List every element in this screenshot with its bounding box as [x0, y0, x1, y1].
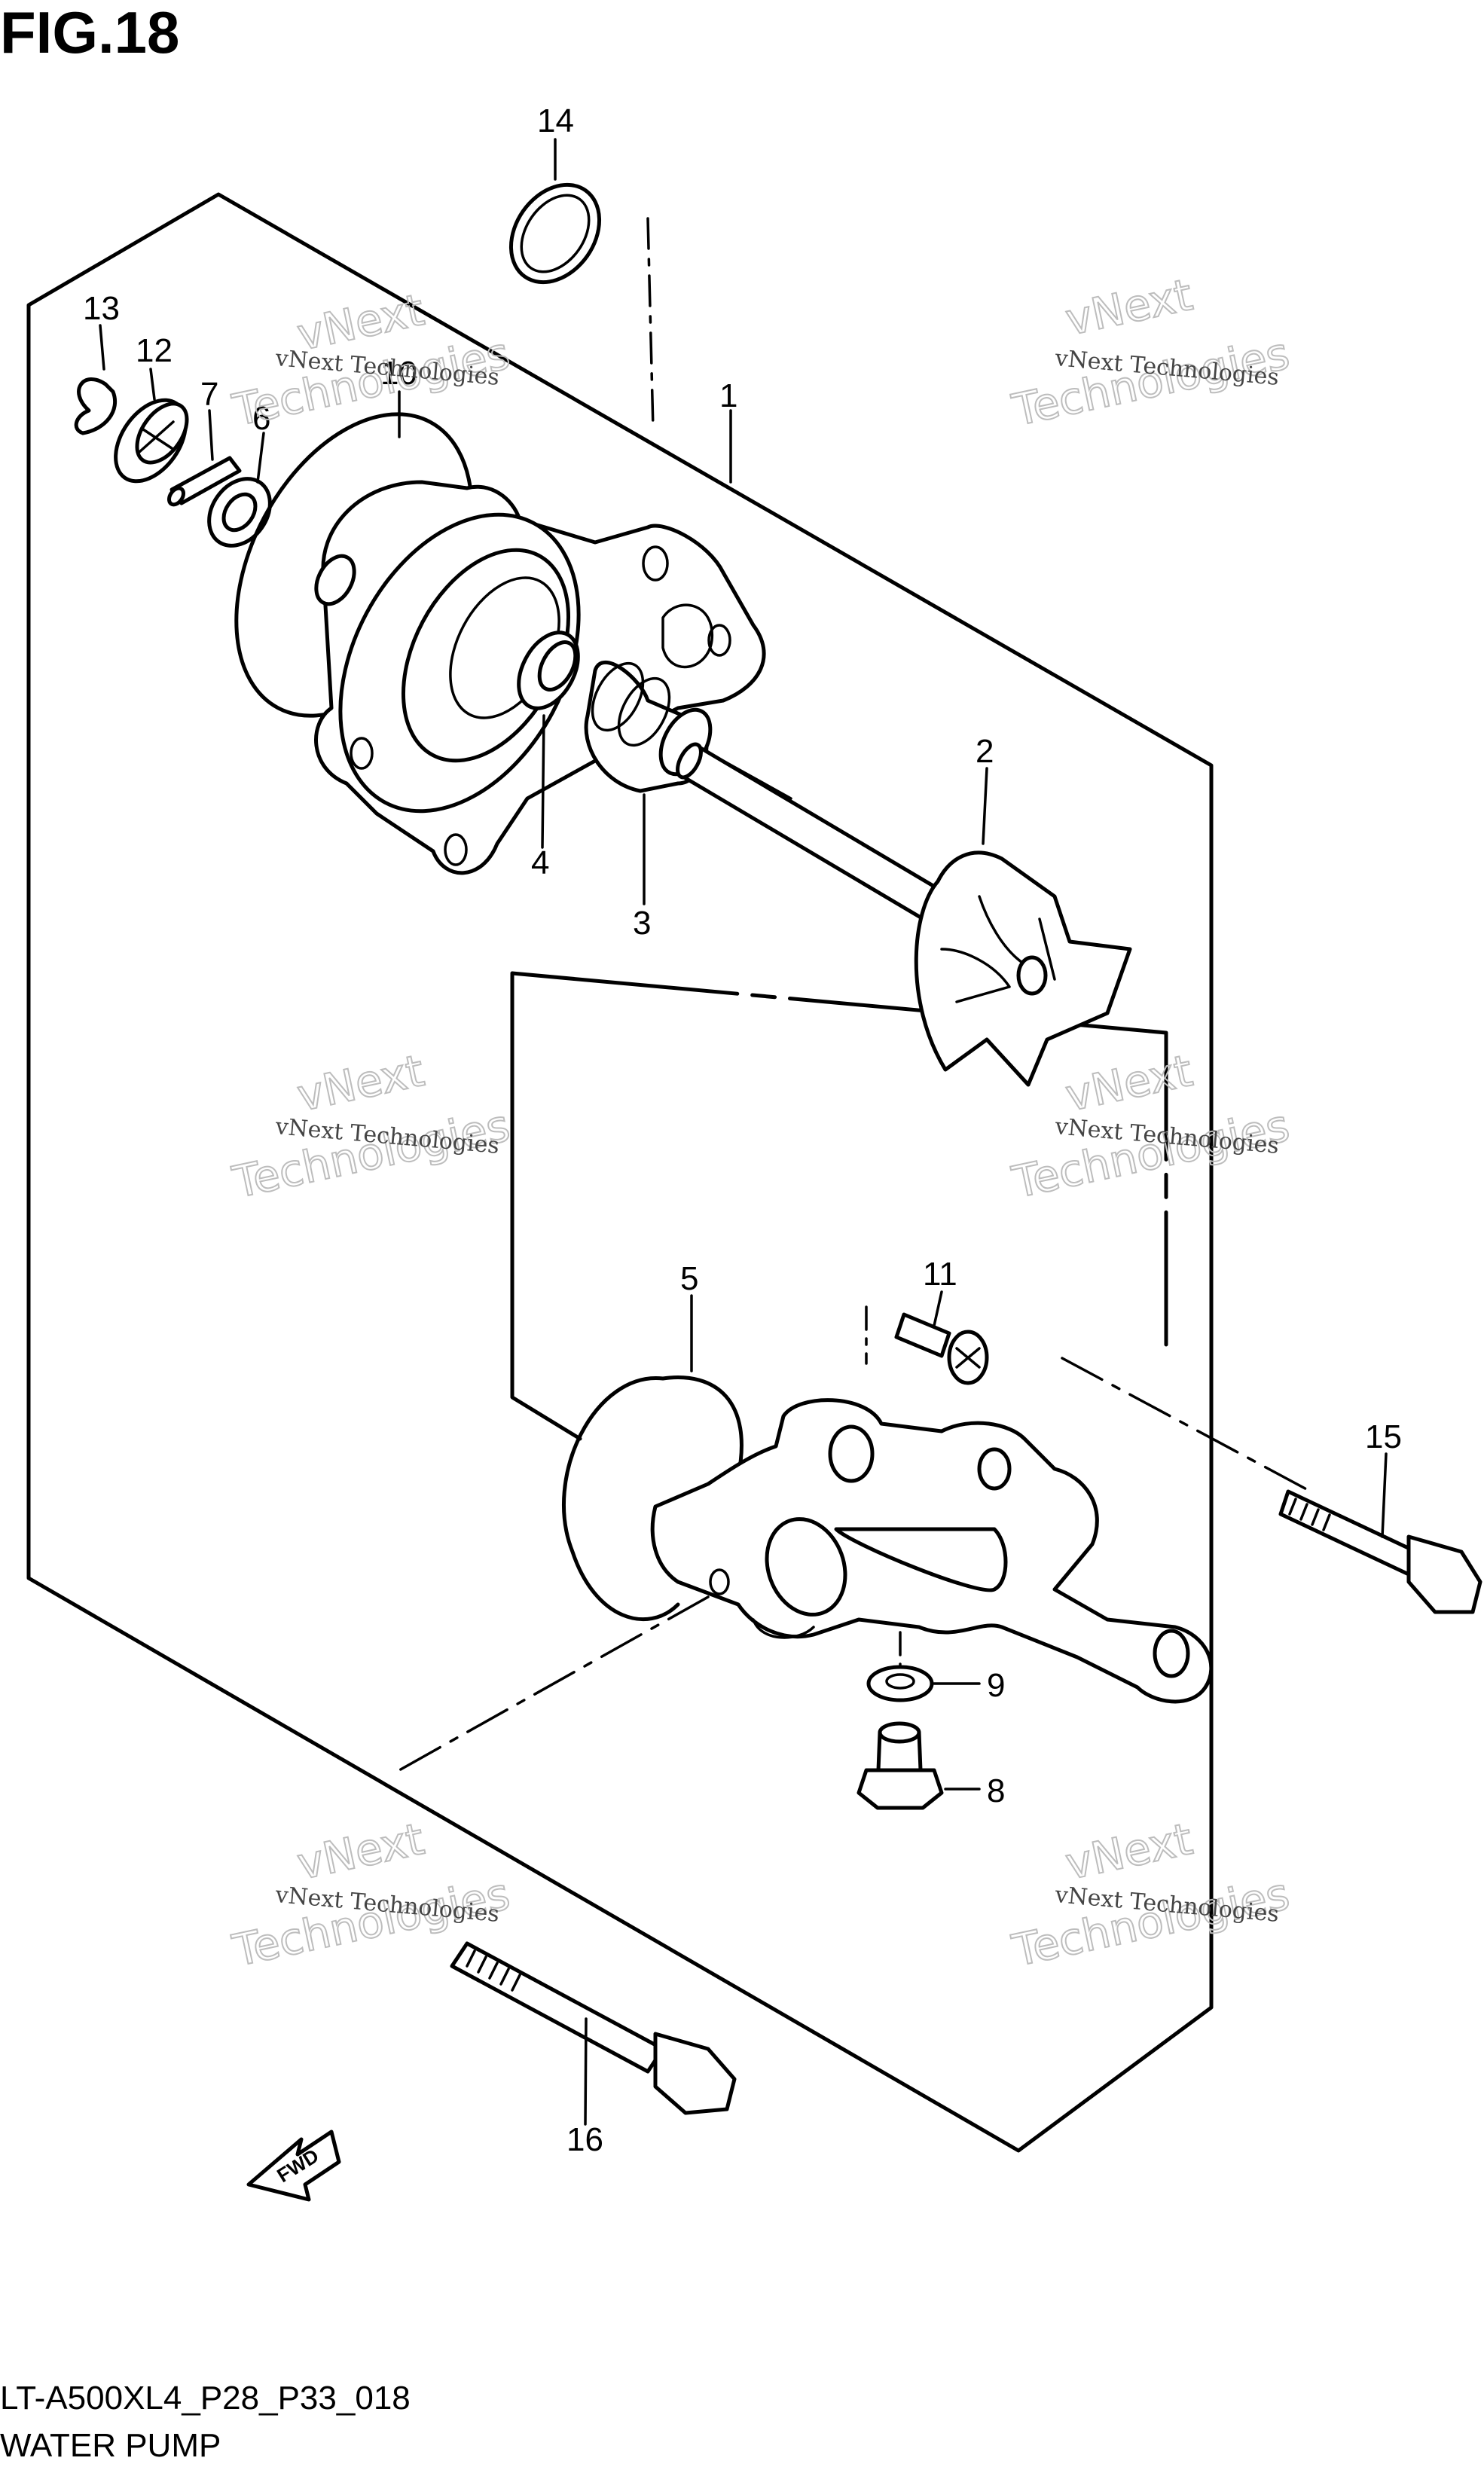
inner-left-line — [510, 971, 582, 1441]
leader-11 — [933, 1290, 943, 1327]
callout-16: 16 — [566, 2121, 603, 2158]
figure-title: FIG.18 — [0, 0, 180, 66]
svg-text:vNext: vNext — [293, 1045, 429, 1122]
callout-6: 6 — [252, 400, 270, 437]
callout-5: 5 — [680, 1260, 698, 1297]
callout-15: 15 — [1365, 1418, 1402, 1455]
callout-8: 8 — [987, 1772, 1005, 1809]
callout-4: 4 — [531, 844, 549, 881]
washer-9 — [866, 1665, 934, 1702]
fwd-arrow-icon: FWD — [246, 2130, 341, 2202]
leader-4 — [541, 714, 545, 849]
callout-3: 3 — [633, 905, 651, 942]
callout-12: 12 — [136, 332, 173, 369]
watermark-top-left: vNext Technologies vNext Technologies — [227, 283, 515, 437]
callout-7: 7 — [200, 376, 218, 413]
figure-name: WATER PUMP — [0, 2427, 221, 2464]
figure-code: LT-A500XL4_P28_P33_018 — [0, 2380, 411, 2417]
o-ring-14-inner — [520, 194, 591, 273]
callout-11: 11 — [923, 1256, 957, 1293]
alignment-line-upper — [646, 217, 655, 431]
pin-7 — [166, 456, 242, 507]
bolt-15 — [1278, 1489, 1482, 1614]
inner-dash-outline — [510, 971, 1168, 1347]
washer-6 — [207, 477, 272, 548]
assembly-outline — [26, 192, 1214, 2153]
leader-6 — [256, 432, 265, 484]
watermark-top-right: vNext Technologies vNext Technologies — [1007, 268, 1295, 437]
circlip-13 — [74, 377, 118, 435]
seal-ring-12 — [114, 398, 189, 484]
bolt-16 — [450, 1941, 737, 2115]
leader-13 — [99, 324, 105, 371]
pump-cover — [650, 1398, 1214, 1704]
leader-15 — [1381, 1452, 1388, 1538]
callout-1: 1 — [719, 377, 737, 414]
callout-9: 9 — [987, 1667, 1005, 1704]
callout-10: 10 — [380, 355, 417, 392]
screw-11 — [894, 1312, 989, 1385]
watermark-mid-right: vNext Technologies vNext Technologies — [1007, 1044, 1295, 1209]
callout-14: 14 — [537, 102, 574, 139]
leader-12 — [149, 368, 156, 401]
watermark-mid-left: vNext Technologies vNext Technologies — [227, 1044, 515, 1209]
svg-text:vNext: vNext — [293, 1813, 429, 1890]
leader-2 — [982, 767, 988, 845]
mechanical-seal-4 — [517, 630, 580, 710]
watermark-bottom-right: vNext Technologies vNext Technologies — [1007, 1812, 1295, 1977]
o-ring-14 — [508, 182, 602, 285]
leader-16 — [584, 2017, 588, 2126]
drain-bolt-8 — [857, 1721, 944, 1810]
callout-2: 2 — [976, 733, 994, 770]
svg-text:vNext: vNext — [1061, 269, 1197, 346]
callout-13: 13 — [83, 290, 120, 327]
alignment-line-15 — [1061, 1357, 1312, 1493]
gasket-5 — [562, 1375, 744, 1622]
svg-text:vNext: vNext — [1061, 1045, 1197, 1122]
impeller-shaft-2 — [676, 742, 1132, 1087]
alignment-line-16 — [398, 1595, 710, 1772]
leader-7 — [208, 409, 214, 461]
svg-text:vNext: vNext — [1061, 1813, 1197, 1890]
